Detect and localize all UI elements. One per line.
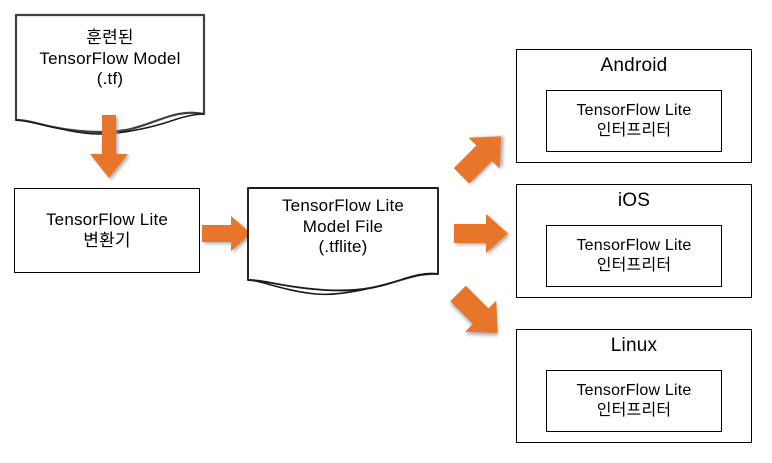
node-trained-model <box>14 13 206 137</box>
interpreter-label-ios: TensorFlow Lite 인터프리터 <box>576 237 692 274</box>
platform-name-linux: Linux <box>610 335 658 356</box>
platform-name-ios: iOS <box>617 190 651 211</box>
interpreter-label-linux: TensorFlow Lite 인터프리터 <box>576 382 692 419</box>
interpreter-box-linux <box>546 370 722 432</box>
interpreter-box-ios <box>546 225 722 287</box>
arrow-model-to-converter <box>88 114 132 182</box>
node-model-file-label: TensorFlow Lite Model File (.tflite) <box>281 196 405 257</box>
node-converter <box>14 188 200 273</box>
node-trained-model-label: 훈련된 TensorFlow Model (.tf) <box>39 28 181 89</box>
arrow-converter-to-modelfile <box>200 214 254 254</box>
node-converter-label: TensorFlow Lite 변환기 <box>45 209 169 250</box>
arrow-modelfile-to-android <box>448 118 516 190</box>
arrow-modelfile-to-ios <box>452 212 512 256</box>
platform-name-android: Android <box>600 55 668 76</box>
interpreter-label-android: TensorFlow Lite 인터프리터 <box>576 102 692 139</box>
interpreter-box-android <box>546 90 722 152</box>
node-model-file <box>246 186 440 298</box>
arrow-modelfile-to-linux <box>444 278 516 350</box>
